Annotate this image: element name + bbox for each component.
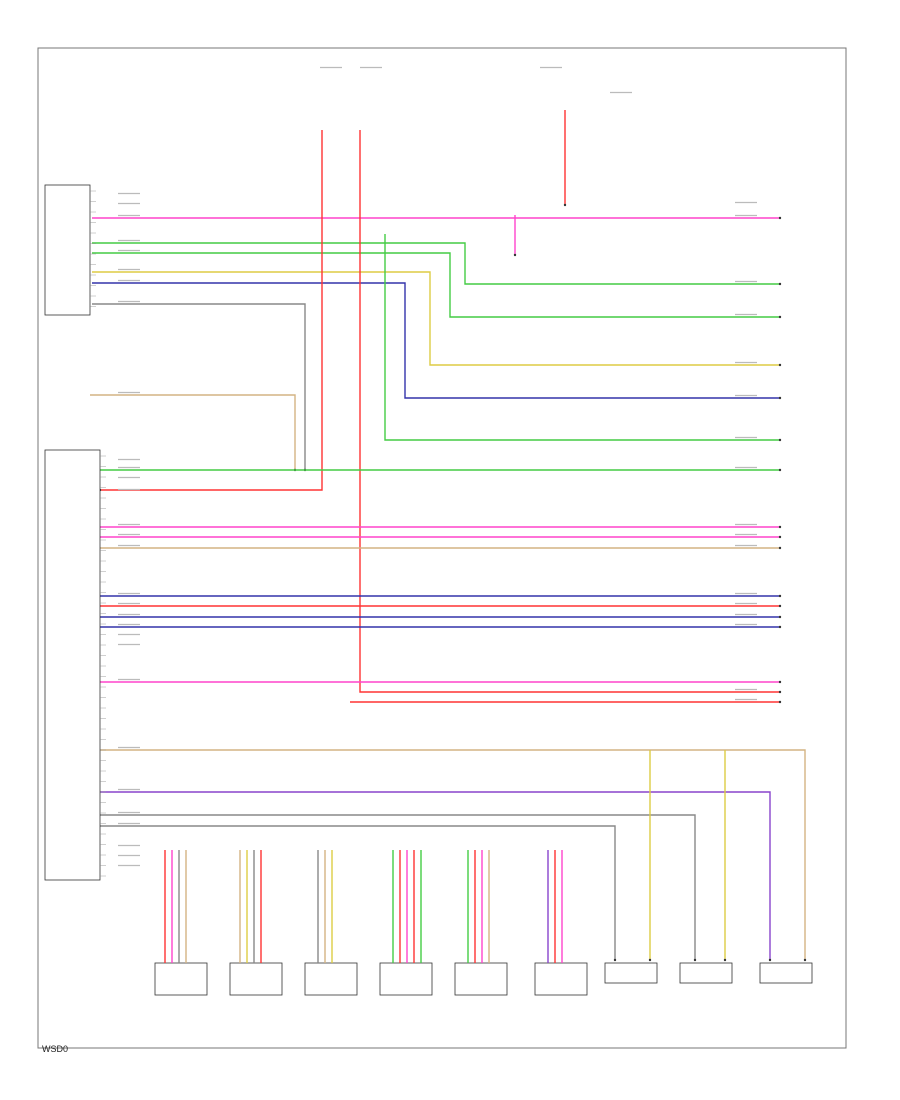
- module-box: [759, 962, 813, 984]
- connector-layer: [44, 184, 106, 881]
- wire-gray: [92, 303, 306, 470]
- module-box: [229, 962, 283, 996]
- wire-terminal: [803, 958, 807, 962]
- fine-label-layer: [118, 66, 757, 867]
- wire-tan: [100, 749, 806, 960]
- wire-green: [92, 242, 780, 285]
- wire-terminal: [778, 535, 782, 539]
- wire-terminal: [563, 203, 567, 207]
- module-box: [679, 962, 733, 984]
- wire-terminal: [778, 216, 782, 220]
- diagram-border: [37, 47, 847, 1049]
- wire-terminal: [778, 680, 782, 684]
- wire-terminal: [778, 396, 782, 400]
- module-box: [604, 962, 658, 984]
- wire-terminal: [778, 282, 782, 286]
- module-box: [154, 962, 208, 996]
- wire-terminal: [778, 546, 782, 550]
- wire-yellow: [92, 271, 780, 366]
- wire-terminal: [778, 525, 782, 529]
- wire-terminal: [778, 594, 782, 598]
- wire-terminal: [778, 615, 782, 619]
- wire-green: [92, 252, 780, 318]
- module-box: [454, 962, 508, 996]
- connector-block: [44, 449, 101, 881]
- wire-terminal: [723, 958, 727, 962]
- wire-terminal: [778, 690, 782, 694]
- wire-purple: [100, 791, 771, 960]
- connector-block: [44, 184, 91, 316]
- wire-red: [359, 130, 780, 693]
- wire-terminal: [513, 253, 517, 257]
- module-box: [304, 962, 358, 996]
- module-layer: [154, 850, 813, 996]
- diagram-code-label: WSD0: [42, 1044, 68, 1054]
- wire-terminal: [778, 315, 782, 319]
- wire-terminal: [648, 958, 652, 962]
- wire-layer: [90, 110, 807, 962]
- wire-terminal: [778, 604, 782, 608]
- wire-terminal: [778, 363, 782, 367]
- wire-gray: [100, 825, 616, 960]
- wire-terminal: [768, 958, 772, 962]
- wire-terminal: [778, 438, 782, 442]
- wire-terminal: [693, 958, 697, 962]
- wire-terminal: [613, 958, 617, 962]
- wire-gray: [100, 814, 696, 960]
- wire-terminal: [778, 700, 782, 704]
- wire-red: [100, 130, 323, 491]
- module-box: [379, 962, 433, 996]
- wire-blue: [92, 282, 780, 399]
- wire-terminal: [778, 625, 782, 629]
- wire-terminal: [778, 468, 782, 472]
- wire-tan: [90, 394, 296, 470]
- module-box: [534, 962, 588, 996]
- wire-green: [384, 234, 780, 441]
